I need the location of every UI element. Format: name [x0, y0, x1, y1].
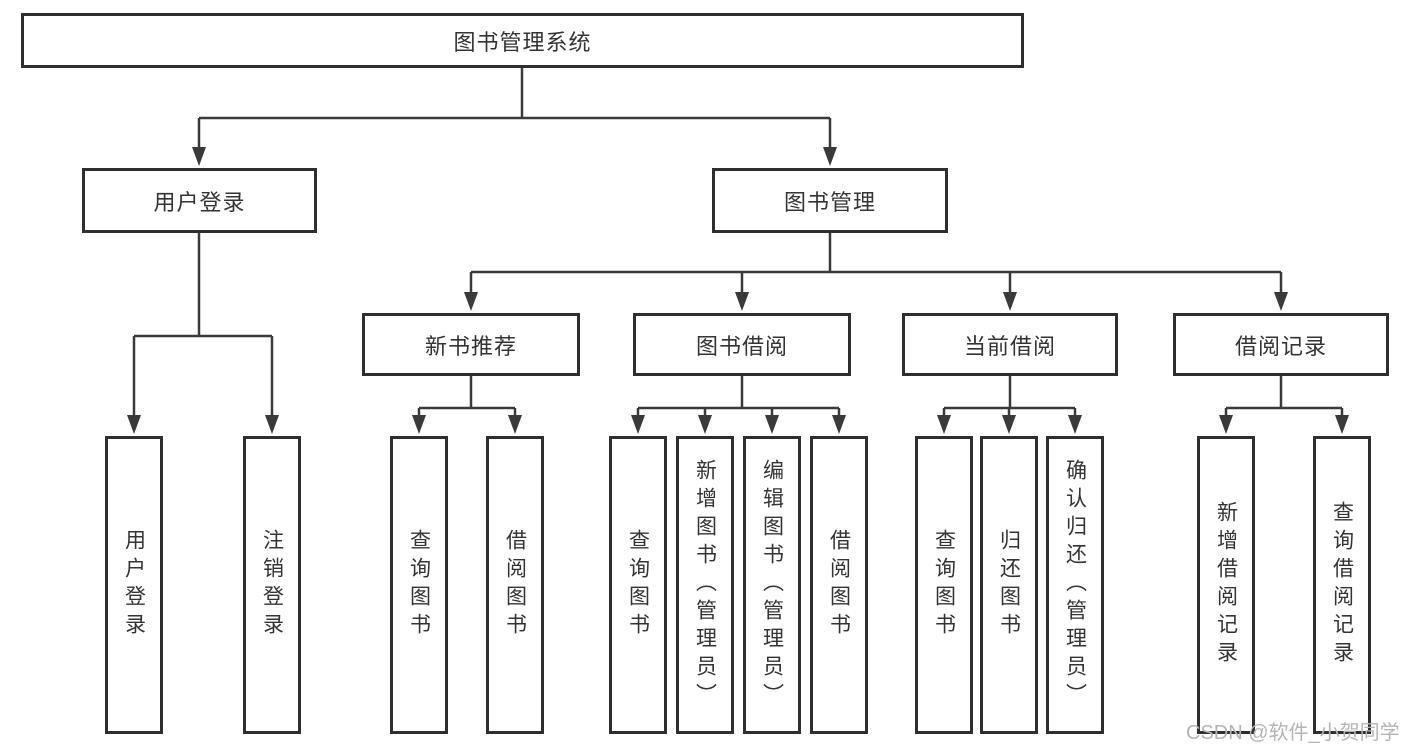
leaf-return-books: 归还图书	[980, 436, 1038, 734]
node-new-book-recommend: 新书推荐	[362, 313, 580, 376]
node-system-root: 图书管理系统	[21, 13, 1024, 68]
leaf-add-borrow-record: 新增借阅记录	[1197, 436, 1255, 734]
leaf-confirm-return-admin: 确认归还（管理员）	[1046, 436, 1104, 734]
node-borrowing-records: 借阅记录	[1173, 313, 1389, 376]
node-current-borrowing: 当前借阅	[902, 313, 1118, 376]
leaf-user-login: 用户登录	[105, 436, 163, 734]
node-book-management: 图书管理	[712, 168, 948, 233]
leaf-query-books-borrowing: 查询图书	[609, 436, 667, 734]
leaf-query-books-recommend: 查询图书	[390, 436, 448, 734]
leaf-add-books-admin: 新增图书（管理员）	[676, 436, 734, 734]
leaf-query-books-current: 查询图书	[915, 436, 973, 734]
leaf-borrow-books-recommend: 借阅图书	[486, 436, 544, 734]
watermark-text: CSDN @软件_小贺同学	[1186, 722, 1400, 744]
node-book-borrowing: 图书借阅	[633, 313, 851, 376]
leaf-logout: 注销登录	[243, 436, 301, 734]
leaf-query-borrow-record: 查询借阅记录	[1313, 436, 1371, 734]
leaf-edit-books-admin: 编辑图书（管理员）	[743, 436, 801, 734]
node-user-login: 用户登录	[82, 168, 317, 233]
leaf-borrow-books: 借阅图书	[810, 436, 868, 734]
